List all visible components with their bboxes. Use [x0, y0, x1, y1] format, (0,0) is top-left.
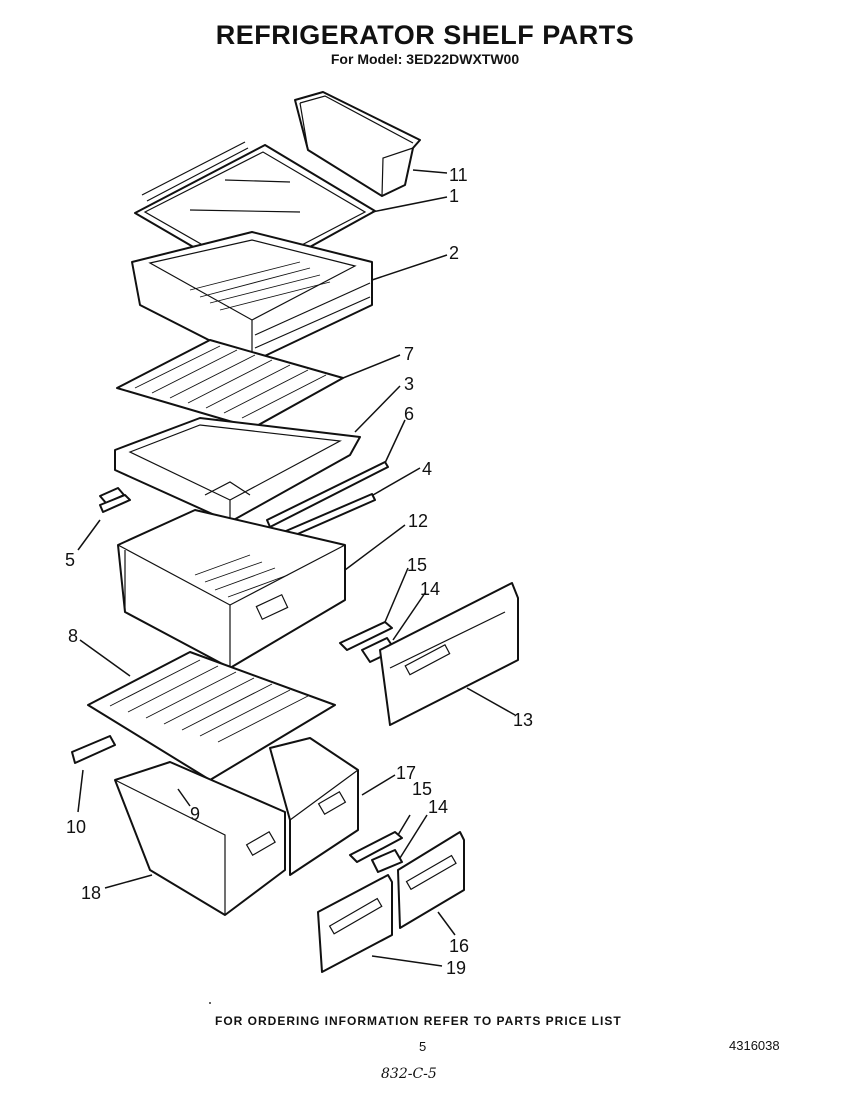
- part-7-shelf-insert: [116, 339, 344, 429]
- callout-15-upper: 15: [407, 555, 427, 575]
- leader-lines: [77, 169, 516, 967]
- page-number: 5: [419, 1039, 427, 1054]
- part-17-right-drawer: [269, 737, 359, 876]
- callout-1: 1: [449, 186, 459, 206]
- callout-2: 2: [449, 243, 459, 263]
- scan-speck: [209, 1002, 211, 1004]
- handwritten-note: 832-C-5: [381, 1066, 437, 1082]
- part-15-upper-bracket: [339, 621, 393, 651]
- part-19-drawer-front: [317, 874, 393, 973]
- document-number: 4316038: [729, 1038, 780, 1053]
- callout-5: 5: [65, 550, 75, 570]
- callout-18: 18: [81, 883, 101, 903]
- part-14-lower-bracket: [371, 849, 403, 873]
- ordering-note: FOR ORDERING INFORMATION REFER TO PARTS …: [215, 1014, 622, 1028]
- part-16-drawer-front: [397, 831, 465, 929]
- callout-10: 10: [66, 817, 86, 837]
- callout-4: 4: [422, 459, 432, 479]
- part-10-rail: [71, 735, 116, 764]
- part-11-bin: [294, 91, 421, 197]
- part-13-drawer-front: [379, 582, 519, 726]
- part-5-rail: [99, 487, 131, 513]
- callout-7: 7: [404, 344, 414, 364]
- callout-14-lower: 14: [428, 797, 448, 817]
- callout-8: 8: [68, 626, 78, 646]
- callout-13: 13: [513, 710, 533, 730]
- part-12-crisper-drawer: [117, 509, 346, 669]
- callout-17: 17: [396, 763, 416, 783]
- callout-12: 12: [408, 511, 428, 531]
- part-6-rail: [266, 461, 389, 528]
- callout-9: 9: [190, 804, 200, 824]
- page-title: REFRIGERATOR SHELF PARTS: [215, 20, 635, 50]
- part-3-shelf-frame: [114, 417, 361, 523]
- part-8-lower-shelf: [87, 651, 336, 781]
- callout-6: 6: [404, 404, 414, 424]
- callout-3: 3: [404, 374, 414, 394]
- part-2-crisper-frame: [131, 231, 373, 363]
- callout-16: 16: [449, 936, 469, 956]
- callout-19: 19: [446, 958, 466, 978]
- part-18-left-drawer: [114, 761, 286, 916]
- callout-14-upper: 14: [420, 579, 440, 599]
- part-15-lower-bracket: [349, 831, 403, 863]
- callout-11: 11: [449, 165, 468, 185]
- callout-15-lower: 15: [412, 779, 432, 799]
- model-subtitle: For Model: 3ED22DWXTW00: [330, 51, 520, 67]
